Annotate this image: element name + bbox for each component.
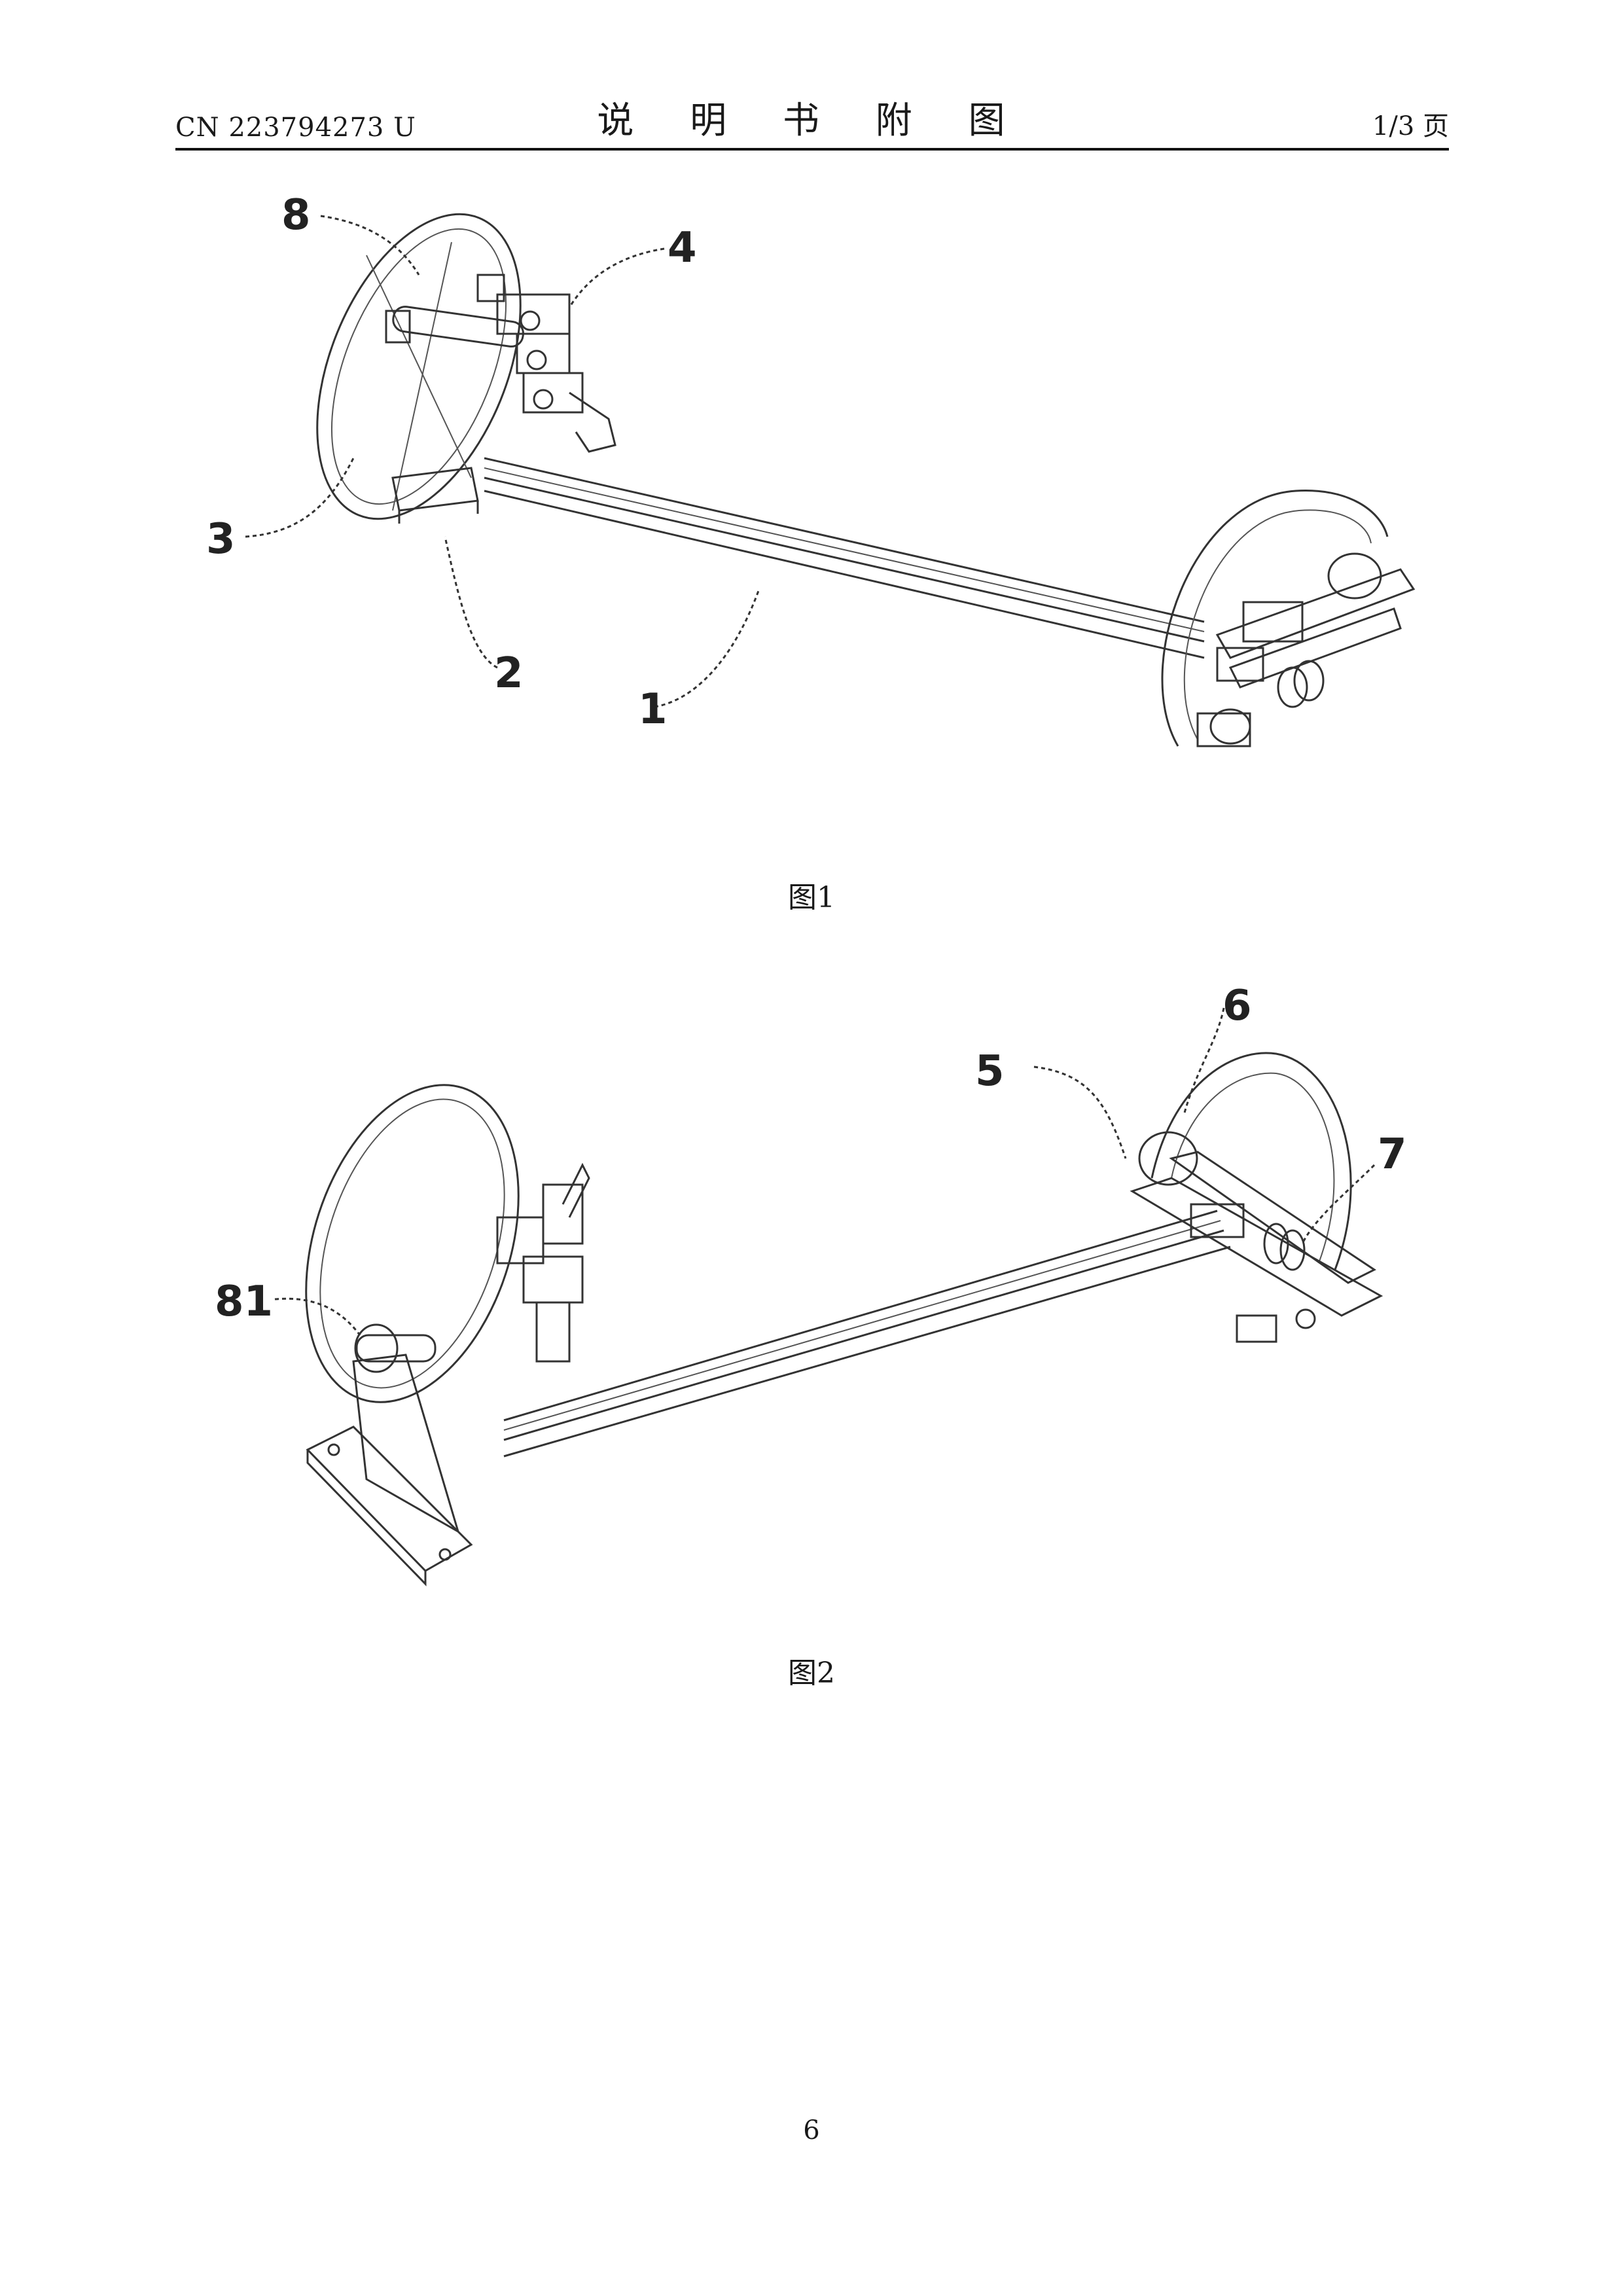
page-header: CN 223794273 U 说 明 书 附 图 1/3 页	[175, 98, 1449, 151]
leader-4	[569, 249, 664, 308]
label-5: 5	[975, 1047, 1005, 1096]
page-number: 6	[0, 2115, 1623, 2145]
page-count: 1/3 页	[1372, 105, 1449, 143]
figure-2-right-wheel	[1132, 1053, 1381, 1342]
label-1: 1	[638, 685, 668, 734]
leader-6	[1185, 1008, 1224, 1113]
label-7: 7	[1378, 1130, 1407, 1179]
figure-1-left-clamp	[478, 275, 615, 452]
header-rule	[175, 148, 1449, 151]
label-2: 2	[494, 649, 524, 698]
leader-7	[1302, 1165, 1374, 1244]
leader-81	[275, 1299, 360, 1335]
figure-1-left-wheel	[277, 185, 561, 548]
header-title: 说 明 书 附 图	[597, 91, 1027, 144]
leader-1	[654, 589, 759, 707]
label-3: 3	[206, 515, 236, 564]
figure-2-left-clamp	[497, 1165, 589, 1361]
figure-2-drawing: 6 5 7 81	[0, 969, 1623, 1597]
label-81: 81	[215, 1278, 273, 1326]
leader-5	[1034, 1067, 1126, 1158]
figure-1-caption: 图1	[0, 874, 1623, 916]
label-6: 6	[1222, 982, 1252, 1030]
leader-8	[321, 216, 419, 275]
label-4: 4	[668, 224, 697, 272]
doc-number: CN 223794273 U	[175, 113, 416, 143]
leader-2	[445, 537, 497, 668]
label-8: 8	[281, 191, 311, 240]
figure-1-base-plate	[393, 468, 478, 524]
figure-2-rail	[504, 1211, 1230, 1456]
figure-2-base-stand	[308, 1355, 471, 1584]
figure-1-right-wheel	[1162, 491, 1414, 746]
figure-1-rail	[484, 458, 1204, 658]
figure-1-drawing: 8 4 3 2 1	[0, 170, 1623, 864]
figure-2-caption: 图2	[0, 1649, 1623, 1691]
